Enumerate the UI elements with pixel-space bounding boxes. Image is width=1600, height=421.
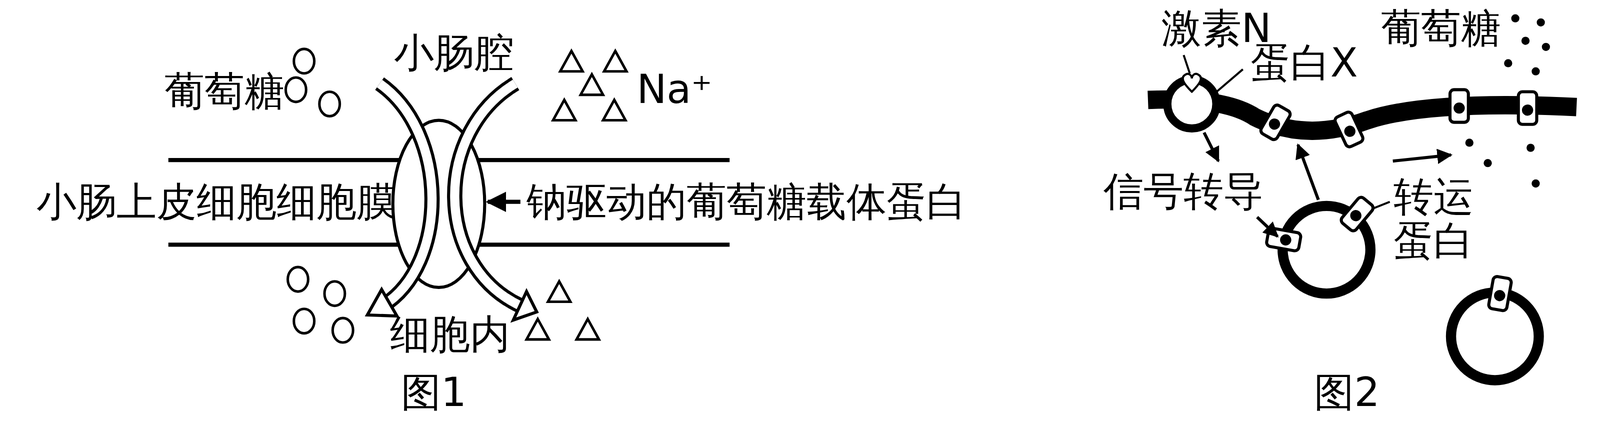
label: 葡萄糖 [164, 69, 285, 114]
glucose-molecules [288, 267, 309, 292]
glucose-dots [1511, 14, 1519, 23]
glucose-dots [1504, 59, 1512, 67]
pointer-arrow [488, 200, 521, 204]
label: 图2 [1314, 370, 1380, 415]
vesicles [1488, 276, 1512, 312]
glucose-molecules [285, 77, 306, 102]
vesicles [1339, 195, 1375, 233]
glucose-molecules [332, 318, 353, 343]
label: 葡萄糖 [1381, 6, 1501, 51]
glucose-dots [1465, 138, 1474, 147]
flow-arrows [1257, 217, 1278, 237]
vesicles [1281, 235, 1291, 245]
vesicles [1488, 276, 1512, 312]
glucose-molecules [294, 49, 315, 74]
label: Na⁺ [636, 67, 712, 112]
transport-proteins [1334, 111, 1365, 149]
membrane-lines [168, 242, 399, 247]
glucose-dots [1526, 143, 1535, 152]
leader-lines [1183, 55, 1190, 74]
label: 小肠上皮细胞细胞膜 [36, 180, 397, 224]
transport-proteins [1344, 126, 1356, 137]
label: 细胞内 [390, 312, 510, 357]
sodium-ions [576, 319, 599, 340]
transport-proteins [1450, 89, 1469, 122]
membrane-lines [168, 158, 400, 162]
glucose-dots [1531, 67, 1540, 76]
membrane-lines [477, 158, 730, 162]
glucose-dots [1531, 179, 1540, 188]
sodium-ions [548, 281, 571, 302]
transport-proteins [1259, 103, 1292, 141]
flow-arrows [1393, 155, 1451, 161]
transport-proteins [1518, 91, 1537, 124]
transport-proteins [1450, 89, 1469, 122]
sodium-ions [560, 51, 583, 72]
label: 图1 [401, 370, 467, 415]
glucose-molecules [324, 281, 345, 306]
glucose-molecules [294, 309, 315, 334]
transport-proteins [1334, 111, 1365, 149]
glucose-dots [1542, 43, 1550, 51]
sodium-ions [603, 100, 626, 121]
glucose-molecules [319, 91, 340, 116]
receptor [1183, 74, 1201, 92]
receptor [1167, 74, 1217, 129]
glucose-dots [1456, 103, 1462, 109]
label: 小肠腔 [394, 31, 514, 75]
leader-lines [1214, 69, 1243, 94]
glucose-dots [1521, 36, 1530, 45]
transport-proteins [1259, 103, 1292, 141]
vesicles [1350, 210, 1362, 222]
transport-arrows [454, 83, 520, 306]
sodium-ions [604, 51, 627, 72]
flow-arrows [1298, 145, 1319, 200]
glucose-dots [1524, 105, 1531, 111]
vesicles [1339, 195, 1375, 233]
vesicles [1495, 291, 1505, 301]
membrane-lines [478, 242, 730, 247]
transport-arrows [454, 83, 520, 306]
label: 转运 蛋白 [1391, 175, 1476, 263]
label: 蛋白X [1250, 41, 1358, 85]
label: 信号转导 [1103, 169, 1264, 214]
sodium-ions [553, 100, 576, 121]
transport-proteins [1518, 91, 1537, 124]
sodium-ions [580, 74, 603, 95]
label: 钠驱动的葡萄糖载体蛋白 [526, 180, 967, 224]
flow-arrows [1204, 132, 1219, 161]
transport-proteins [1269, 118, 1280, 130]
glucose-dots [1483, 159, 1492, 167]
vesicles [1266, 195, 1512, 311]
transport-arrows [513, 291, 537, 320]
transport-proteins [1259, 89, 1537, 148]
sodium-ions [526, 319, 549, 340]
glucose-dots [1536, 18, 1545, 27]
